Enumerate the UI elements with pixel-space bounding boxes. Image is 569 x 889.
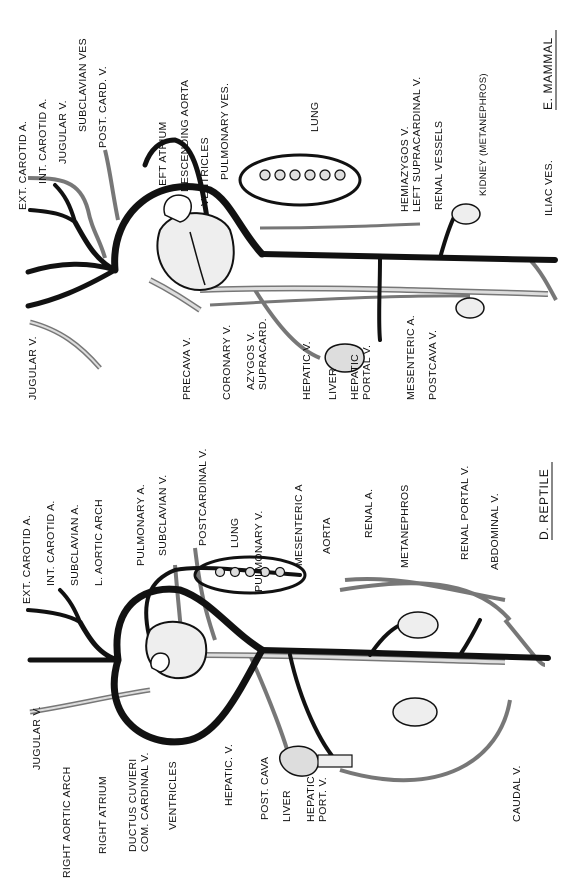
mammal-alveolus [290, 170, 300, 180]
reptile-diagram: EXT. CAROTID A. INT. CAROTID A. SUBCLAVI… [21, 448, 552, 878]
reptile-title: D. REPTILE [537, 469, 551, 540]
mammal-alveolus [260, 170, 270, 180]
mammal-postcard-vein [105, 150, 118, 220]
reptile-arteries [28, 568, 548, 765]
label-mammal-kidney: KIDNEY (METANEPHROS) [478, 73, 489, 196]
mammal-descending-aorta [262, 254, 555, 260]
label-mammal-descending-aorta: DESCENDING AORTA [179, 80, 191, 192]
reptile-kidney-right [393, 698, 437, 726]
label-mammal-left-atrium: LEFT ATRIUM [157, 121, 169, 192]
mammal-left-atrium [164, 195, 191, 222]
label-mammal-coronary: CORONARY V. [221, 325, 233, 400]
label-reptile-right-atrium: RIGHT ATRIUM [97, 776, 109, 854]
mammal-alveolus [320, 170, 330, 180]
label-reptile-ventricles: VENTRICLES [167, 761, 179, 830]
mammal-heart [157, 195, 233, 290]
label-mammal-left-supracardinal: LEFT SUPRACARDINAL V. [411, 77, 423, 212]
mammal-kidney-right [456, 298, 484, 318]
label-mammal-jugular-top: JUGULAR V. [57, 100, 69, 164]
label-reptile-l-aortic-arch: L. AORTIC ARCH [93, 499, 105, 586]
mammal-alveolus [275, 170, 285, 180]
mammal-jugular-vein-bottom [30, 322, 100, 368]
mammal-mesenteric-artery [379, 258, 380, 340]
mammal-alveolus [335, 170, 345, 180]
label-reptile-metanephros: METANEPHROS [399, 484, 411, 568]
reptile-alveolus [276, 568, 285, 577]
mammal-kidney-left [452, 204, 480, 224]
label-reptile-int-carotid: INT. CAROTID A. [45, 500, 57, 586]
label-reptile-ext-carotid: EXT. CAROTID A. [21, 515, 33, 604]
mammal-diagram: EXT. CAROTID A. INT. CAROTID A. JUGULAR … [17, 30, 556, 400]
label-mammal-hemiazygos: HEMIAZYGOS V. [399, 126, 411, 212]
reptile-liver-outline [280, 746, 319, 776]
mammal-lung [240, 155, 360, 205]
label-mammal-renal-vessels: RENAL VESSELS [433, 121, 445, 210]
label-reptile-subclavian-a: SUBCLAVIAN A. [69, 504, 81, 586]
label-mammal-subclavian: SUBCLAVIAN VES [77, 38, 89, 132]
label-mammal-post-card: POST. CARD. V. [97, 66, 109, 148]
reptile-gut-segment [318, 755, 352, 767]
label-reptile-right-aortic-arch: RIGHT AORTIC ARCH [61, 767, 73, 878]
reptile-kidney-left [398, 612, 438, 638]
label-mammal-mesenteric: MESENTERIC A. [405, 315, 417, 400]
label-reptile-pulmonary-v: PULMONARY V. [253, 510, 265, 592]
label-reptile-abdominal: ABDOMINAL V. [489, 493, 501, 570]
reptile-ext-carotid-artery [28, 610, 80, 622]
label-mammal-ventricles: VENTRICLES [199, 137, 211, 206]
label-reptile-caudal: CAUDAL V. [511, 765, 523, 822]
label-mammal-int-carotid: INT. CAROTID A. [37, 98, 49, 184]
label-mammal-azygos: AZYGOS V. [245, 332, 257, 390]
label-reptile-hepatic-port-1: HEPATIC [305, 776, 317, 822]
reptile-jugular-fill [30, 690, 150, 712]
label-reptile-hepatic-v: HEPATIC. V. [223, 744, 235, 806]
label-reptile-jugular: JUGULAR V. [31, 706, 43, 770]
label-reptile-ductus-cuvieri: DUCTUS CUVIERI [127, 759, 139, 852]
mammal-hemiazygos-vein [260, 224, 420, 228]
reptile-alveolus [231, 568, 240, 577]
label-mammal-lung: LUNG [309, 102, 321, 132]
label-reptile-mesenteric: MESENTERIC A [293, 484, 305, 566]
label-reptile-lung: LUNG [229, 518, 241, 548]
label-mammal-jugular-bottom: JUGULAR V. [27, 336, 39, 400]
mammal-right-arm-artery [28, 270, 115, 306]
mammal-jugular-fill [30, 322, 100, 368]
label-mammal-hepatic-v: HEPATIC V. [301, 341, 313, 400]
label-mammal-supracard: SUPRACARD. [257, 318, 269, 390]
mammal-azygos-vein [210, 296, 470, 305]
reptile-vein-fill [30, 655, 505, 712]
reptile-right-atrium [151, 653, 169, 672]
reptile-alveolus [216, 568, 225, 577]
label-mammal-precava: PRECAVA V. [181, 337, 193, 400]
label-reptile-post-cava: POST. CAVA [259, 757, 271, 820]
label-mammal-liver: LIVER [327, 368, 339, 400]
mammal-renal-artery [440, 215, 455, 258]
label-mammal-postcava: POSTCAVA V. [427, 330, 439, 400]
label-reptile-pulmonary-a: PULMONARY A. [135, 484, 147, 566]
mammal-lung-alveoli [260, 170, 345, 180]
mammal-title: E. MAMMAL [541, 37, 555, 110]
label-reptile-liver: LIVER [281, 790, 293, 822]
label-reptile-renal-a: RENAL A. [363, 489, 375, 538]
label-reptile-hepatic-port-2: PORT. V. [317, 777, 329, 822]
reptile-kidneys [393, 612, 438, 726]
label-mammal-ext-carotid: EXT. CAROTID A. [17, 121, 29, 210]
label-reptile-postcardinal: POSTCARDINAL V. [197, 448, 209, 546]
reptile-abdominal-branch [460, 620, 480, 655]
label-mammal-hepatic-portal-1: HEPATIC [349, 354, 361, 400]
reptile-hepatic-vein [250, 655, 290, 760]
reptile-heart [146, 622, 206, 678]
reptile-veins [30, 548, 545, 780]
label-mammal-hepatic-portal-2: PORTAL V. [361, 345, 373, 400]
mammal-alveolus [305, 170, 315, 180]
label-reptile-renal-portal: RENAL PORTAL V. [459, 465, 471, 560]
label-mammal-pulmonary-ves: PULMONARY VES. [219, 83, 231, 180]
label-mammal-iliac: ILIAC VES. [543, 160, 555, 216]
label-reptile-aorta: AORTA [321, 517, 333, 554]
mammal-left-subclavian-artery [28, 264, 115, 272]
label-reptile-com-cardinal: COM. CARDINAL V. [139, 752, 151, 852]
reptile-carotid-trunk [80, 622, 118, 660]
label-reptile-subclavian-v: SUBCLAVIAN V. [157, 474, 169, 556]
mammal-ext-carotid-artery [30, 210, 75, 222]
